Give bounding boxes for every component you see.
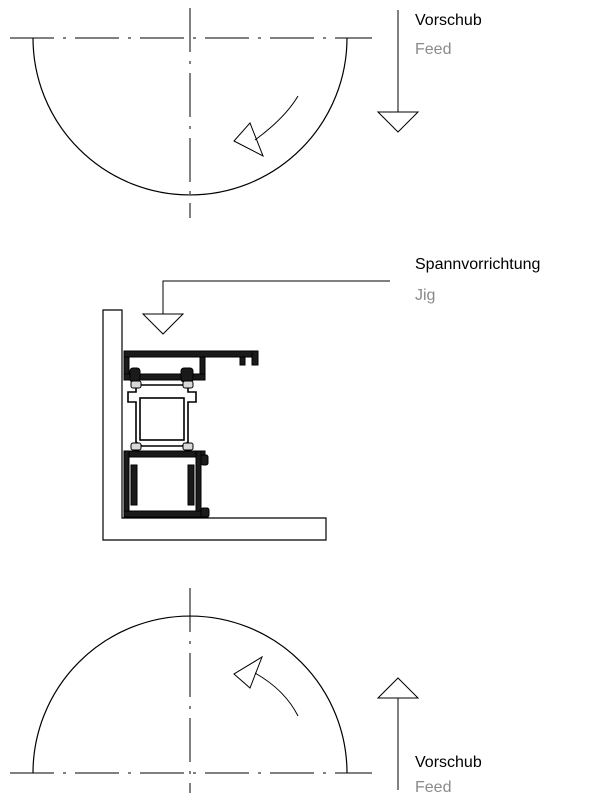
aluminium-profile	[123, 350, 259, 518]
top-rotation-arrow-curve	[254, 95, 299, 141]
bottom-feed-label-en: Feed	[415, 779, 451, 796]
jig-clamp-arrow	[141, 313, 185, 335]
jig-leader-line	[162, 280, 390, 314]
bottom-feed-arrow	[376, 677, 420, 790]
top-feed-label-de: Vorschub	[415, 12, 482, 29]
top-saw-blade	[10, 8, 372, 218]
bottom-rotation-arrow-curve	[254, 672, 299, 717]
bottom-rotation-arrow-head	[233, 655, 263, 689]
top-rotation-arrow-head	[233, 122, 264, 158]
jig-l-bracket	[102, 309, 327, 541]
jig-label-de: Spannvorrichtung	[415, 256, 540, 273]
bottom-saw-blade	[10, 588, 372, 793]
jig-label-en: Jig	[415, 287, 435, 304]
top-feed-label-en: Feed	[415, 41, 451, 58]
top-blade-arc	[32, 37, 348, 196]
top-feed-arrow	[376, 10, 420, 133]
bottom-feed-label-de: Vorschub	[415, 754, 482, 771]
